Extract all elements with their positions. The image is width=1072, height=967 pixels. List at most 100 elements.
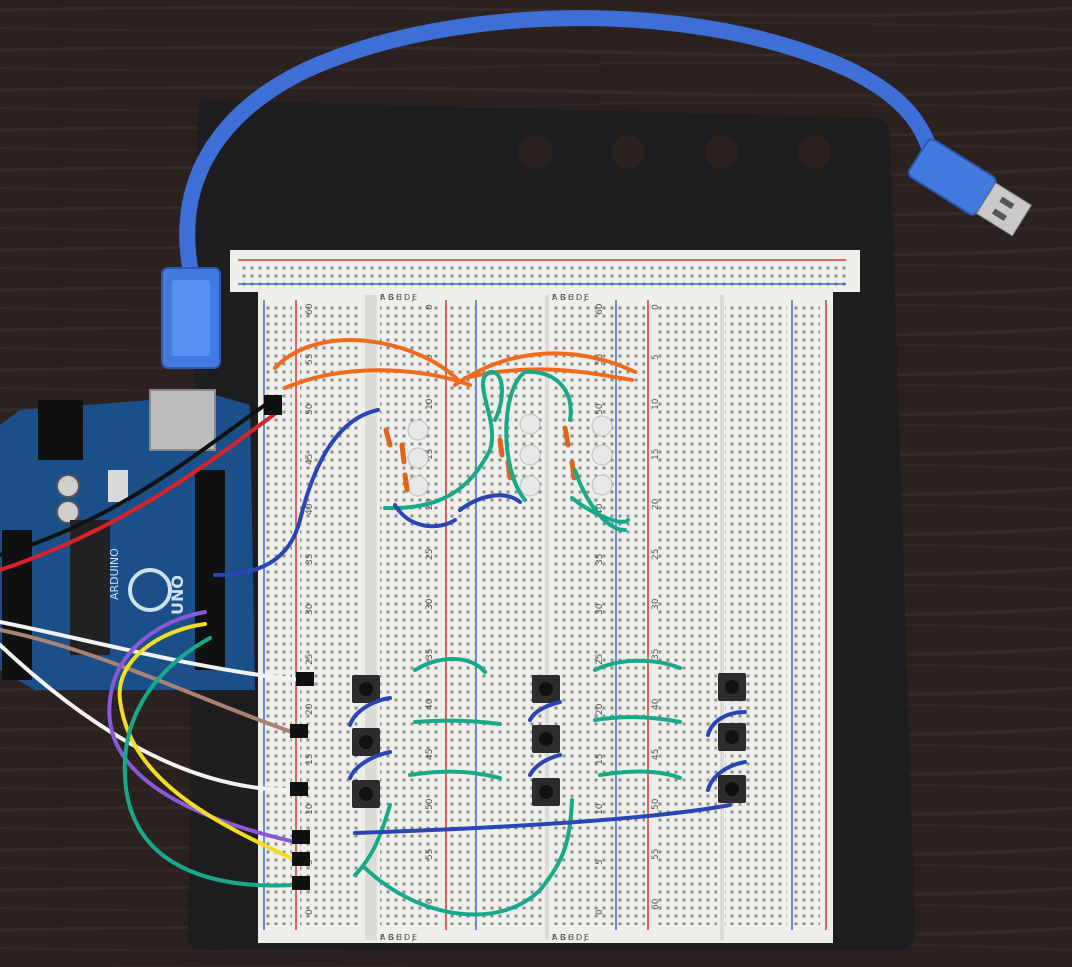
header-power [2,530,32,680]
arduino-logo-mark [128,568,172,612]
column-letter-label: F [380,293,385,302]
column-letter-label: C [568,293,574,302]
green-wires [353,369,682,917]
wire-terminals [264,395,314,890]
row-number-label: 5 [651,354,661,360]
row-number-label: 60 [425,898,435,910]
column-letter-label: E [412,293,417,302]
usb-b-port [149,389,216,451]
row-number-label: 10 [305,803,315,815]
column-letter-label: B [560,933,566,942]
column-letter-label: A [552,293,558,302]
row-number-label: 35 [425,649,435,660]
yellow-wire [117,622,297,862]
row-number-label: 40 [305,503,315,515]
push-button [532,778,560,806]
column-letter-label: E [584,293,589,302]
row-number-label: 20 [595,703,605,715]
row-number-label: 10 [595,803,605,815]
row-number-label: 50 [595,403,605,415]
green-wire-long [122,636,297,888]
push-button [352,675,380,703]
column-letter-label: I [576,933,578,942]
row-number-label: 0 [651,304,661,310]
column-letter-label: J [411,933,414,942]
row-number-label: 40 [651,698,661,710]
microcontroller-chip [70,520,110,655]
push-button-group [352,673,746,808]
row-number-label: 50 [425,798,435,810]
column-letter-label: F [552,293,557,302]
row-number-label: 55 [651,849,661,860]
column-letter-label: A [552,933,558,942]
column-letter-label: I [576,293,578,302]
push-button [352,780,380,808]
black-wire [0,396,277,557]
column-letter-label: F [380,933,385,942]
arduino-uno: ARDUINO UNO [0,389,255,690]
breadboard: 0510152025303540455055600510152025303540… [230,250,860,943]
usb-cable [161,10,1033,369]
row-number-label: 35 [651,649,661,660]
row-number-label: 20 [305,703,315,715]
column-letter-label: J [411,293,414,302]
row-number-label: 25 [305,654,315,665]
row-number-labels: 0510152025303540455055600510152025303540… [305,303,661,915]
column-letter-label: C [568,933,574,942]
column-letter-label: C [396,933,402,942]
column-letter-label: H [396,293,402,302]
capacitor-2 [56,500,80,524]
row-number-label: 60 [595,303,605,315]
column-letter-label: G [560,933,566,942]
row-number-label: 35 [595,554,605,565]
column-letter-label: G [388,293,394,302]
capacitor-1 [56,474,80,498]
push-button [718,673,746,701]
jumper-wires [0,338,747,917]
row-number-label: 25 [651,549,661,560]
column-letter-label: A [380,933,386,942]
row-number-label: 25 [425,549,435,560]
column-letter-label: D [576,293,582,302]
row-number-label: 5 [425,354,435,360]
push-button [352,728,380,756]
column-letter-label: H [568,933,574,942]
push-button [532,725,560,753]
row-number-label: 5 [595,859,605,865]
arduino-model-text: UNO [168,575,187,615]
led-group [383,413,613,497]
column-letter-label: G [388,933,394,942]
row-number-label: 40 [595,503,605,515]
row-number-label: 60 [305,303,315,315]
mount-hole-4 [797,135,831,169]
column-letter-label: F [552,933,557,942]
row-number-label: 0 [595,909,605,915]
white-wire-1 [0,620,302,682]
row-number-label: 35 [305,554,315,565]
row-number-label: 55 [425,849,435,860]
mount-hole-1 [518,135,552,169]
column-letter-label: G [560,293,566,302]
column-letter-label: J [583,293,586,302]
column-letter-label: B [388,933,394,942]
column-letter-label: B [388,293,394,302]
push-button [532,675,560,703]
led [407,413,613,497]
power-jack [38,400,83,460]
row-number-label: 45 [305,454,315,465]
row-number-label: 50 [651,798,661,810]
push-button [718,723,746,751]
row-number-label: 30 [305,603,315,615]
column-letter-label: C [396,293,402,302]
row-number-label: 15 [305,754,315,765]
strip-dividers [365,295,724,940]
column-letter-label: D [576,933,582,942]
row-number-label: 15 [651,449,661,460]
column-letter-label: D [404,933,410,942]
row-number-label: 45 [425,749,435,760]
row-number-label: 0 [305,909,315,915]
mount-hole-2 [611,135,645,169]
row-number-label: 45 [651,749,661,760]
row-number-label: 10 [651,398,661,410]
power-rail-columns [262,300,827,930]
